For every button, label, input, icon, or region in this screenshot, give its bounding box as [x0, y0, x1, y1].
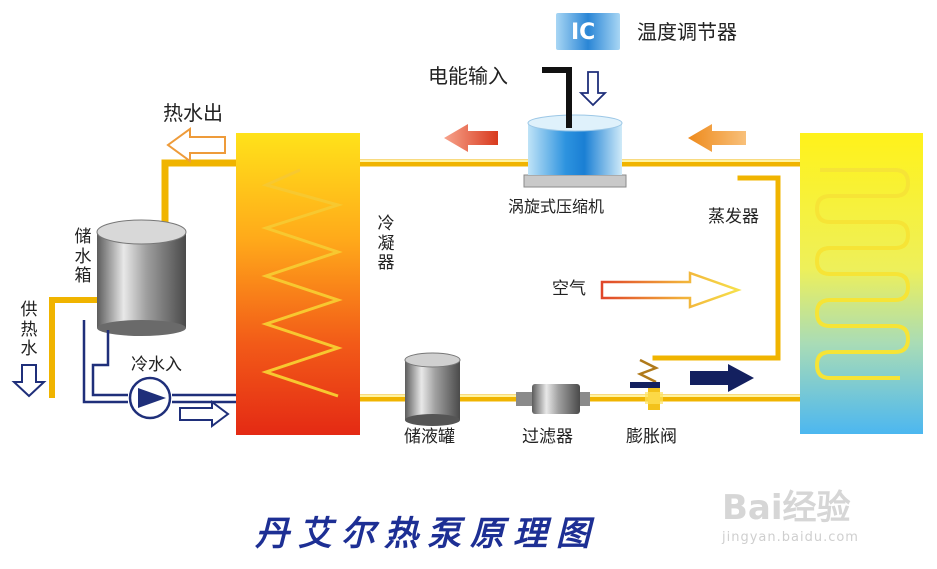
scroll-compressor-label: 涡旋式压缩机	[508, 197, 605, 216]
filter	[516, 384, 590, 414]
arrow-flow-top-right	[688, 124, 746, 152]
arrow-cold-water-in	[179, 400, 230, 428]
air-label: 空气	[552, 279, 586, 299]
evaporator-coil	[814, 168, 911, 380]
condenser-coil	[261, 168, 344, 398]
arrow-heating-water-down	[11, 364, 47, 398]
temperature-regulator-label: 温度调节器	[637, 20, 737, 44]
ic-module	[556, 13, 620, 50]
pipe-expansion-loop	[652, 175, 781, 361]
arrow-hot-water-out	[166, 127, 226, 163]
water-pump	[128, 376, 172, 420]
heating-water-label: 供热水	[20, 300, 38, 360]
hot-water-out-label: 热水出	[163, 101, 223, 125]
expansion-valve	[630, 358, 663, 410]
filter-label: 过滤器	[522, 427, 573, 447]
diagram-title: 丹艾尔热泵原理图	[255, 514, 599, 554]
watermark-brand: Bai经验	[722, 488, 851, 528]
liquid-receiver-label: 储液罐	[404, 427, 455, 447]
water-tank	[96, 219, 187, 336]
power-input-label: 电能输入	[428, 64, 508, 88]
evaporator-label: 蒸发器	[708, 207, 759, 227]
water-tank-label: 储水箱	[74, 227, 92, 287]
pipe-hot-water-out	[161, 159, 244, 226]
cold-water-in-label: 冷水入	[131, 355, 182, 375]
scroll-compressor	[523, 114, 627, 188]
expansion-valve-label: 膨胀阀	[626, 427, 677, 447]
cold-water-pipe	[82, 320, 236, 404]
arrow-flow-bottom	[690, 364, 754, 392]
pipe-heating-water	[49, 297, 103, 398]
power-input-line	[542, 67, 572, 128]
condenser-body	[236, 133, 360, 435]
arrow-air	[600, 271, 742, 309]
evaporator-body	[800, 133, 923, 434]
ic-label: IC	[571, 20, 596, 45]
arrow-flow-top-left	[444, 124, 498, 152]
arrow-ic-to-compressor	[578, 71, 608, 107]
condenser-label: 冷凝器	[377, 214, 395, 274]
watermark-url: jingyan.baidu.com	[722, 530, 859, 545]
liquid-receiver	[404, 352, 461, 426]
